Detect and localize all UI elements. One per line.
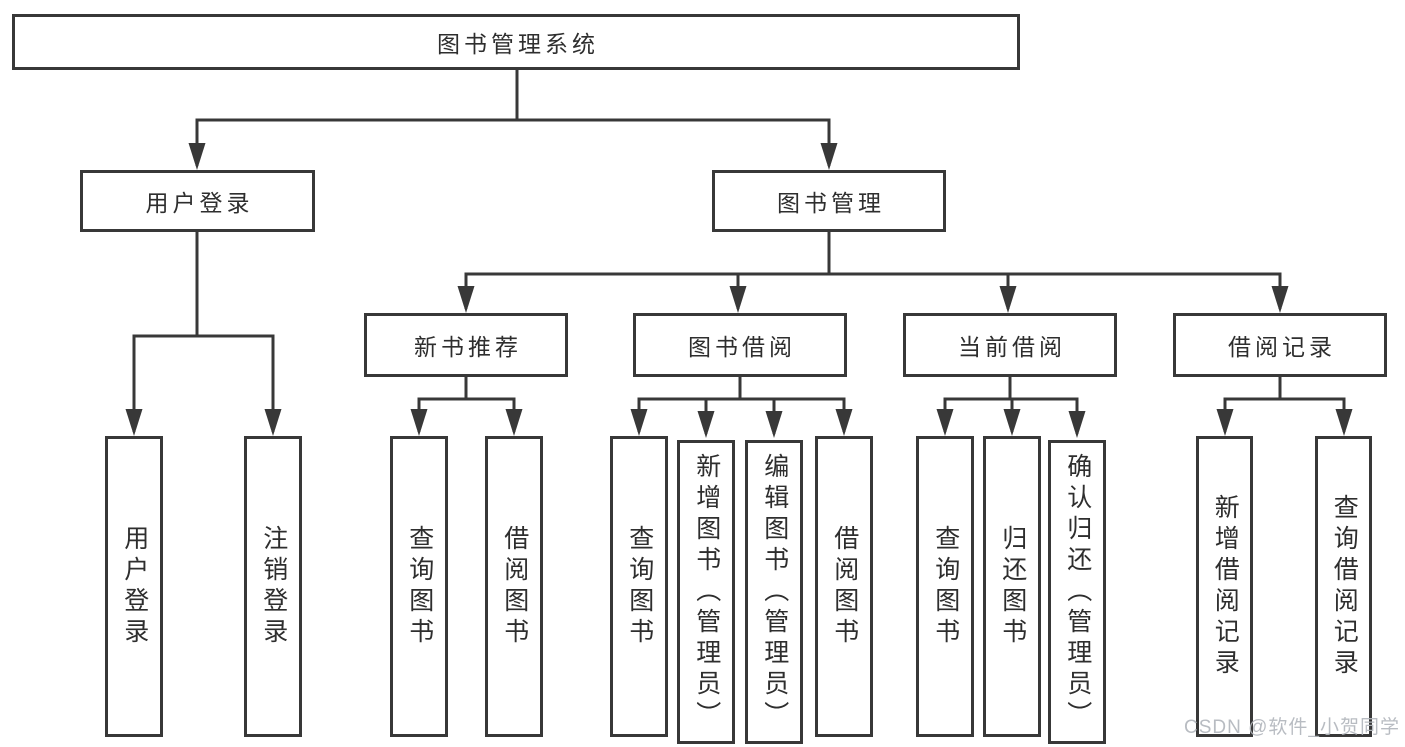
leaf-add-borrow-record: 新增借阅记录: [1196, 436, 1253, 737]
leaf-query-books-borrow: 查询图书: [610, 436, 668, 737]
leaf-return-books: 归还图书: [983, 436, 1041, 737]
node-book-management: 图书管理: [712, 170, 946, 232]
leaf-borrow-books: 借阅图书: [815, 436, 873, 737]
leaf-user-login: 用户登录: [105, 436, 163, 737]
node-new-book-recommendation: 新书推荐: [364, 313, 568, 377]
leaf-query-borrow-record: 查询借阅记录: [1315, 436, 1372, 737]
node-root-library-system: 图书管理系统: [12, 14, 1020, 70]
leaf-query-books-current: 查询图书: [916, 436, 974, 737]
csdn-watermark: CSDN @软件_小贺同学: [1184, 717, 1400, 738]
leaf-query-books-recommend: 查询图书: [390, 436, 448, 737]
leaf-edit-book-admin: 编辑图书（管理员）: [745, 440, 803, 744]
node-user-login: 用户登录: [80, 170, 315, 232]
leaf-logout: 注销登录: [244, 436, 302, 737]
node-current-borrowing: 当前借阅: [903, 313, 1117, 377]
leaf-add-book-admin: 新增图书（管理员）: [677, 440, 735, 744]
node-borrowing-records: 借阅记录: [1173, 313, 1387, 377]
leaf-borrow-books-recommend: 借阅图书: [485, 436, 543, 737]
node-book-borrowing: 图书借阅: [633, 313, 847, 377]
leaf-confirm-return-admin: 确认归还（管理员）: [1048, 440, 1106, 744]
